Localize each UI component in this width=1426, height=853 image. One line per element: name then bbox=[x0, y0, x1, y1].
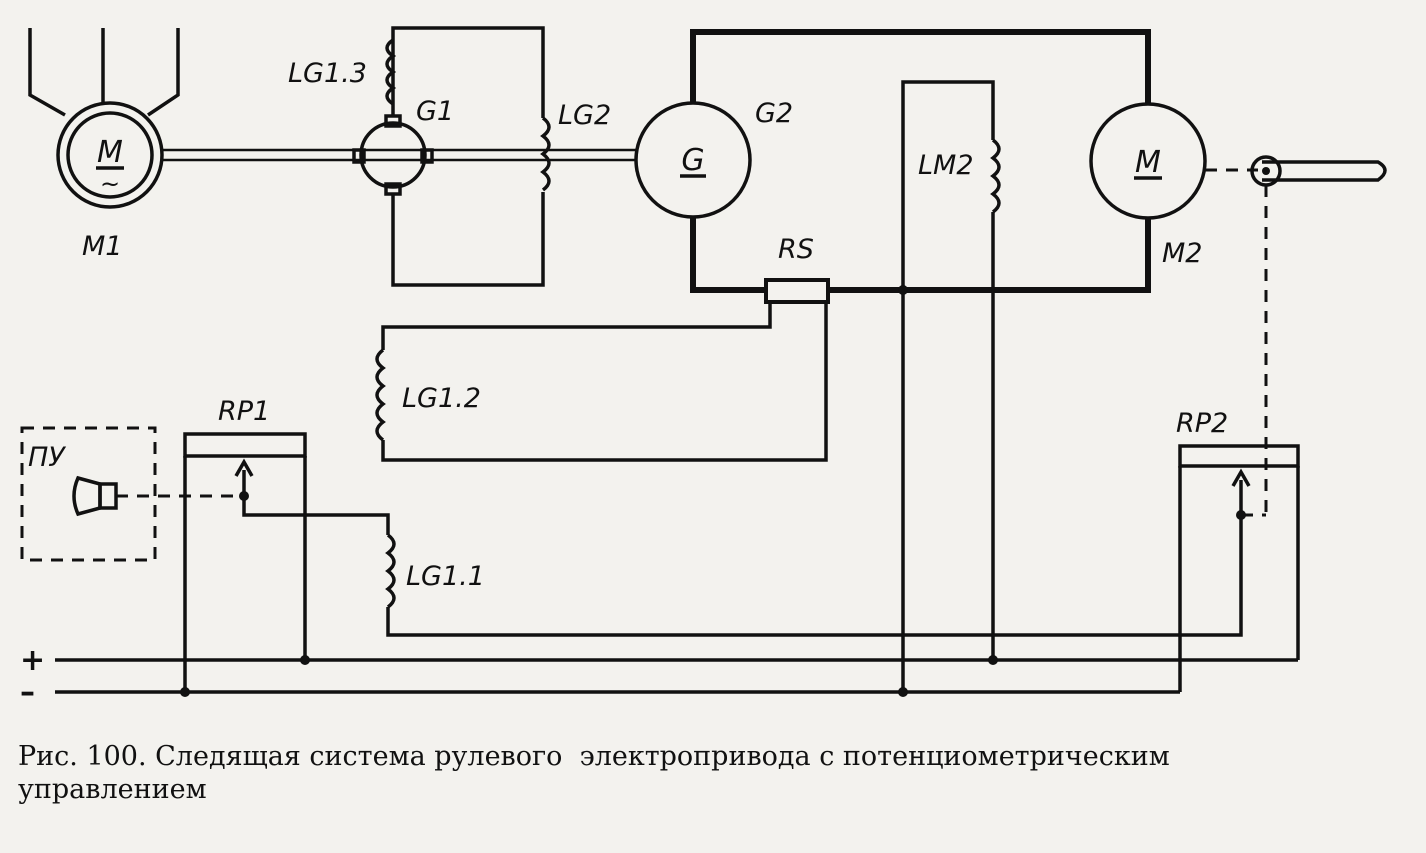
motor-m1-symbol: M bbox=[97, 135, 123, 170]
coil-lg12-label: LG1.2 bbox=[402, 383, 481, 414]
wiper-to-lg11-wire bbox=[242, 496, 390, 535]
shaft bbox=[162, 148, 636, 162]
motor-m1-inner-circle bbox=[66, 111, 154, 199]
exciter-g1-circle bbox=[359, 121, 427, 189]
motor-m1-lead-1 bbox=[28, 28, 66, 117]
field-lm2-wire-top bbox=[901, 80, 995, 692]
potentiometer-rp1-body bbox=[183, 432, 307, 458]
control-panel-label: ПУ bbox=[28, 442, 66, 473]
coil-lg12-wire-top bbox=[381, 302, 772, 350]
control-panel-pu: ПУ bbox=[20, 426, 244, 562]
junction-rp1-plus bbox=[300, 655, 310, 665]
exciter-g1-brush-right bbox=[420, 148, 434, 164]
coil-lg11 bbox=[385, 533, 396, 609]
shunt-rs-body bbox=[764, 278, 830, 304]
exciter-g1-brush-left bbox=[352, 148, 366, 164]
rudder-tiller-pivot bbox=[1262, 167, 1270, 175]
bus-plus-label: + bbox=[20, 643, 45, 678]
supply-buses: + – bbox=[20, 285, 1298, 710]
exciter-g1-wire-bottom bbox=[391, 192, 545, 287]
field-lm2: LM2 bbox=[901, 80, 1001, 692]
figure-caption: Рис. 100. Следящая система рулевого элек… bbox=[18, 740, 1408, 806]
coil-lg13 bbox=[385, 38, 397, 106]
generator-g2-label: G2 bbox=[755, 98, 793, 129]
exciter-g1-brush-top bbox=[384, 114, 402, 128]
coil-lg13-label: LG1.3 bbox=[288, 58, 367, 89]
potentiometer-rp2-label: RP2 bbox=[1176, 408, 1228, 439]
motor-m1-label: M1 bbox=[82, 231, 122, 262]
bus-minus-label: – bbox=[20, 675, 35, 710]
junction-rp1-minus bbox=[180, 687, 190, 697]
motor-m1-tilde: ~ bbox=[100, 170, 120, 198]
motor-m2-circle bbox=[1089, 102, 1207, 220]
generator-g2-symbol: G bbox=[681, 143, 704, 178]
motor-m2-symbol: M bbox=[1135, 145, 1161, 180]
figure-caption-line-2: управлением bbox=[18, 774, 207, 805]
armature-wire-top bbox=[690, 29, 1151, 104]
coil-lm2-label: LM2 bbox=[918, 150, 974, 181]
shunt-rs-label: RS bbox=[778, 234, 814, 265]
motor-m1-lead-3 bbox=[147, 28, 180, 117]
coil-lg2 bbox=[540, 116, 551, 192]
motor-m2-label: M2 bbox=[1162, 238, 1202, 269]
motor-m1: M ~ M1 bbox=[28, 28, 180, 262]
coil-lg12-circuit: LG1.2 bbox=[375, 302, 828, 462]
armature-loop bbox=[690, 29, 1151, 293]
coil-lg12-wire-bottom bbox=[381, 302, 828, 462]
junction-lm2-minus bbox=[898, 687, 908, 697]
potentiometer-rp1-wiper-arrow bbox=[234, 458, 254, 477]
potentiometer-rp2-wiper-node bbox=[1236, 510, 1246, 520]
coil-lg11-circuit: LG1.1 bbox=[385, 515, 1243, 637]
figure-caption-line-1: Рис. 100. Следящая система рулевого элек… bbox=[18, 741, 1170, 772]
control-panel-frame bbox=[20, 426, 157, 562]
generator-g2: G G2 bbox=[634, 98, 793, 219]
motor-m2: M M2 bbox=[1089, 102, 1207, 269]
exciter-g1-label: G1 bbox=[416, 96, 454, 127]
potentiometer-rp2-wiper-arrow bbox=[1231, 468, 1251, 487]
potentiometer-rp1-label: RP1 bbox=[218, 396, 270, 427]
junction-lm2-plus bbox=[988, 655, 998, 665]
exciter-g1: G1 LG1.3 LG2 bbox=[288, 26, 611, 287]
coil-lg11-label: LG1.1 bbox=[406, 561, 485, 592]
coil-lg12 bbox=[375, 348, 386, 442]
helm-shaft-icon bbox=[98, 482, 118, 510]
exciter-g1-brush-bottom bbox=[384, 182, 402, 196]
junction-lm2-armature bbox=[898, 285, 908, 295]
motor-m1-outer-circle bbox=[56, 101, 164, 209]
coil-lm2 bbox=[990, 138, 1001, 214]
potentiometer-rp1: RP1 bbox=[183, 396, 390, 692]
rudder-tiller-arm bbox=[1262, 160, 1387, 182]
armature-wire-bottom-left bbox=[690, 217, 766, 293]
coil-lg11-return-wire bbox=[386, 515, 1243, 637]
potentiometer-rp2: RP2 bbox=[1176, 408, 1300, 692]
rudder-linkage bbox=[1205, 155, 1387, 517]
shunt-rs: RS bbox=[764, 234, 830, 304]
potentiometer-rp2-body bbox=[1178, 444, 1300, 468]
coil-lg2-label: LG2 bbox=[558, 100, 611, 131]
armature-wire-bottom-right bbox=[828, 218, 1151, 293]
helm-wheel-icon bbox=[72, 475, 102, 517]
